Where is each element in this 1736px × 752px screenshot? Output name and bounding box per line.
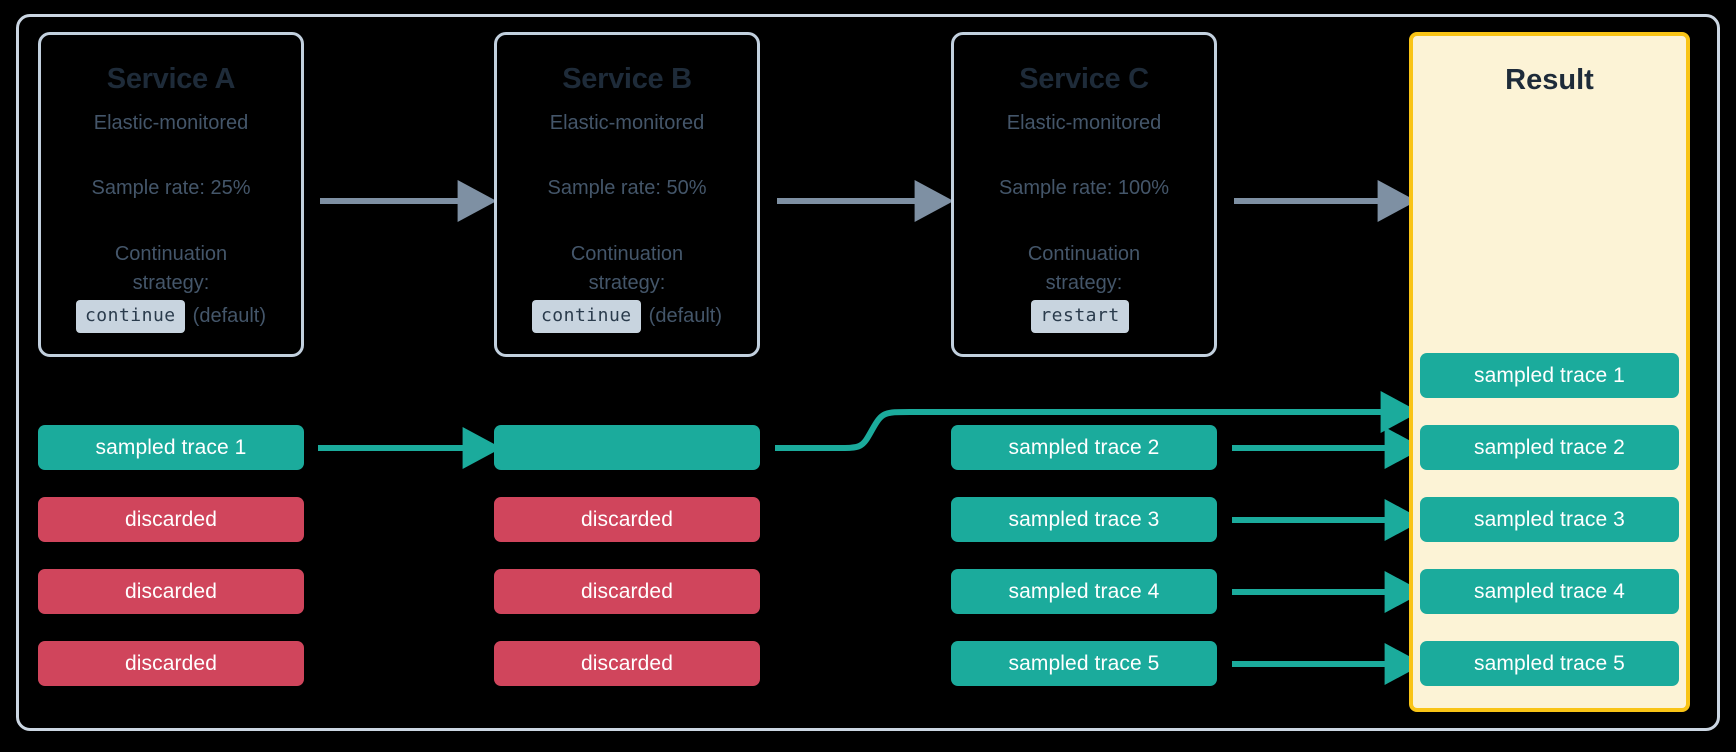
strategy-default-note: (default) [192, 305, 267, 328]
trace-pill-result-5: sampled trace 5 [1420, 641, 1679, 686]
trace-label: discarded [125, 579, 217, 603]
trace-pill-c-3: sampled trace 4 [951, 569, 1217, 614]
trace-label: discarded [125, 651, 217, 675]
trace-pill-c-2: sampled trace 3 [951, 497, 1217, 542]
strategy-value-badge: continue [75, 300, 185, 334]
trace-pill-c-1: sampled trace 2 [951, 425, 1217, 470]
service-title: Service A [106, 63, 236, 95]
service-subtitle: Elastic-monitored [549, 112, 705, 134]
trace-label: sampled trace 1 [95, 435, 247, 459]
trace-pill-result-4: sampled trace 4 [1420, 569, 1679, 614]
trace-label: discarded [581, 507, 673, 531]
trace-label: sampled trace 2 [1008, 435, 1160, 459]
service-continuation-strategy: Continuation strategy: continue (default… [497, 240, 757, 334]
service-title: Service C [1019, 63, 1149, 95]
trace-pill-a-2: discarded [38, 497, 304, 542]
strategy-value-badge: restart [1031, 300, 1129, 334]
trace-label: sampled trace 3 [1008, 507, 1160, 531]
trace-label: sampled trace 5 [1008, 651, 1160, 675]
result-title: Result [1505, 64, 1594, 96]
trace-label: discarded [581, 651, 673, 675]
service-continuation-strategy: Continuation strategy: restart [954, 240, 1214, 334]
trace-pill-a-3: discarded [38, 569, 304, 614]
trace-pill-result-2: sampled trace 2 [1420, 425, 1679, 470]
trace-pill-b-2: discarded [494, 497, 760, 542]
strategy-label-line1: Continuation [570, 243, 684, 265]
service-continuation-strategy: Continuation strategy: continue (default… [41, 240, 301, 334]
service-box-service-c: Service C Elastic-monitored Sample rate:… [951, 32, 1217, 357]
trace-pill-result-3: sampled trace 3 [1420, 497, 1679, 542]
strategy-label-line2: strategy: [588, 272, 666, 294]
trace-label: sampled trace 3 [1474, 507, 1625, 531]
service-subtitle: Elastic-monitored [1006, 112, 1162, 134]
trace-label: discarded [581, 579, 673, 603]
strategy-label-line1: Continuation [114, 243, 228, 265]
trace-label: sampled trace 1 [1474, 363, 1625, 387]
service-box-service-b: Service B Elastic-monitored Sample rate:… [494, 32, 760, 357]
service-title: Service B [562, 63, 692, 95]
trace-pill-b-3: discarded [494, 569, 760, 614]
service-box-service-a: Service A Elastic-monitored Sample rate:… [38, 32, 304, 357]
trace-pill-b-4: discarded [494, 641, 760, 686]
trace-pill-a-1: sampled trace 1 [38, 425, 304, 470]
trace-label: discarded [125, 507, 217, 531]
service-sample-rate: Sample rate: 50% [547, 177, 707, 199]
strategy-value-badge: continue [531, 300, 641, 334]
strategy-label-line1: Continuation [1027, 243, 1141, 265]
trace-pill-a-4: discarded [38, 641, 304, 686]
outer-frame [16, 14, 1720, 731]
strategy-default-note: (default) [648, 305, 723, 328]
service-sample-rate: Sample rate: 100% [998, 177, 1170, 199]
service-sample-rate: Sample rate: 25% [91, 177, 251, 199]
strategy-label-line2: strategy: [1045, 272, 1123, 294]
trace-pill-b-1 [494, 425, 760, 470]
service-subtitle: Elastic-monitored [93, 112, 249, 134]
trace-label: sampled trace 5 [1474, 651, 1625, 675]
trace-pill-result-1: sampled trace 1 [1420, 353, 1679, 398]
trace-pill-c-4: sampled trace 5 [951, 641, 1217, 686]
strategy-label-line2: strategy: [132, 272, 210, 294]
trace-label: sampled trace 4 [1474, 579, 1625, 603]
trace-label: sampled trace 2 [1474, 435, 1625, 459]
trace-label: sampled trace 4 [1008, 579, 1160, 603]
